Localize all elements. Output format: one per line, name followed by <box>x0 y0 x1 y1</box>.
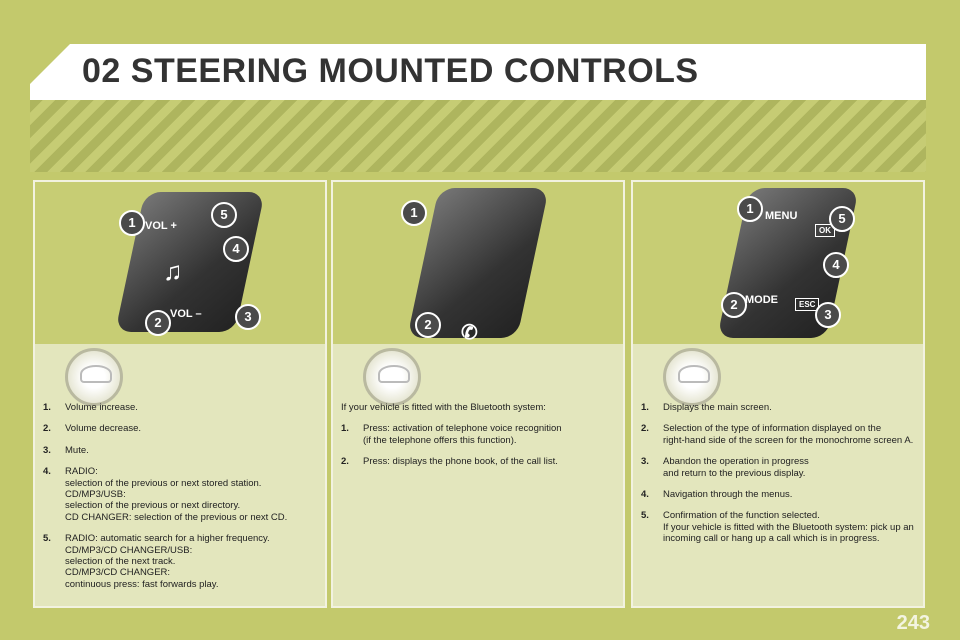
list-item: 2. Selection of the type of information d… <box>641 423 915 446</box>
list-item: 4. Navigation through the menus. <box>641 489 915 500</box>
item-text: Abandon the operation in progress and re… <box>663 456 809 479</box>
panel-bluetooth-controls: ✆ 1 2 If your vehicle is fitted with the… <box>331 180 625 608</box>
steering-wheel-icon <box>65 348 123 406</box>
item-num: 3. <box>641 456 649 468</box>
badge-3: 3 <box>235 304 261 330</box>
list-item: 3. Abandon the operation in progress and … <box>641 456 915 479</box>
item-num: 2. <box>341 456 349 468</box>
badge-1: 1 <box>119 210 145 236</box>
item-num: 2. <box>641 423 649 435</box>
intro-text: If your vehicle is fitted with the Bluet… <box>341 402 546 413</box>
list-item: 5. Confirmation of the function selected.… <box>641 510 915 544</box>
badge-1: 1 <box>737 196 763 222</box>
badge-4: 4 <box>823 252 849 278</box>
item-text: RADIO: automatic search for a higher fre… <box>65 533 270 590</box>
item-text: Volume decrease. <box>65 423 142 435</box>
list-item: 2. Volume decrease. <box>43 423 317 434</box>
item-list: 1. Displays the main screen. 2. Selection … <box>641 402 915 555</box>
item-list: 1. Volume increase. 2. Volume decrease. 3.… <box>43 402 317 600</box>
item-text: Navigation through the menus. <box>663 488 793 500</box>
item-num: 3. <box>43 444 51 456</box>
item-num: 4. <box>43 466 51 478</box>
panel-menu-controls: MENU MODE OK ESC 1 5 4 2 3 1. Displays th… <box>631 180 925 608</box>
item-num: 4. <box>641 488 649 500</box>
steering-wheel-icon <box>663 348 721 406</box>
phone-icon: ✆ <box>461 322 478 344</box>
item-text: Volume increase. <box>65 402 138 413</box>
item-num: 1. <box>341 423 349 435</box>
item-text: Mute. <box>65 444 89 456</box>
menu-label: MENU <box>765 210 798 222</box>
badge-4: 4 <box>223 236 249 262</box>
bluetooth-control-photo: ✆ 1 2 <box>333 182 623 344</box>
title-bar <box>30 44 926 100</box>
item-num: 1. <box>43 402 51 413</box>
list-item: 4. RADIO: selection of the previous or ne… <box>43 466 317 523</box>
badge-2: 2 <box>415 312 441 338</box>
item-text: Selection of the type of information dis… <box>663 423 914 446</box>
page-number: 243 <box>896 612 930 634</box>
vol-up-label: VOL + <box>145 220 177 232</box>
ok-label: OK <box>815 224 835 237</box>
item-num: 5. <box>641 510 649 522</box>
badge-2: 2 <box>721 292 747 318</box>
panel-audio-controls: VOL + VOL – ♫ 1 5 4 2 3 1. Volume increas… <box>33 180 327 608</box>
music-note-icon: ♫ <box>163 256 183 286</box>
mode-label: MODE <box>745 294 778 306</box>
steering-wheel-icon <box>363 348 421 406</box>
decorative-stripes <box>30 100 926 172</box>
item-num: 1. <box>641 402 649 413</box>
menu-control-photo: MENU MODE OK ESC 1 5 4 2 3 <box>633 182 923 344</box>
list-item: 1. Volume increase. <box>43 402 317 413</box>
badge-5: 5 <box>211 202 237 228</box>
item-list: If your vehicle is fitted with the Bluet… <box>341 402 615 478</box>
item-num: 5. <box>43 533 51 545</box>
page-title: 02 STEERING MOUNTED CONTROLS <box>82 52 699 90</box>
item-text: Press: displays the phone book, of the c… <box>363 456 558 468</box>
list-item: 3. Mute. <box>43 445 317 456</box>
badge-3: 3 <box>815 302 841 328</box>
item-text: Displays the main screen. <box>663 402 772 413</box>
list-item: 1. Press: activation of telephone voice r… <box>341 423 615 446</box>
badge-1: 1 <box>401 200 427 226</box>
item-text: RADIO: selection of the previous or next… <box>65 466 288 523</box>
list-item: 5. RADIO: automatic search for a higher f… <box>43 533 317 590</box>
item-text: Press: activation of telephone voice rec… <box>363 423 562 446</box>
list-item: 2. Press: displays the phone book, of the… <box>341 456 615 467</box>
item-num: 2. <box>43 423 51 435</box>
badge-5: 5 <box>829 206 855 232</box>
badge-2: 2 <box>145 310 171 336</box>
list-item: 1. Displays the main screen. <box>641 402 915 413</box>
vol-down-label: VOL – <box>170 308 202 320</box>
audio-control-photo: VOL + VOL – ♫ 1 5 4 2 3 <box>35 182 325 344</box>
item-text: Confirmation of the function selected. I… <box>663 510 914 545</box>
